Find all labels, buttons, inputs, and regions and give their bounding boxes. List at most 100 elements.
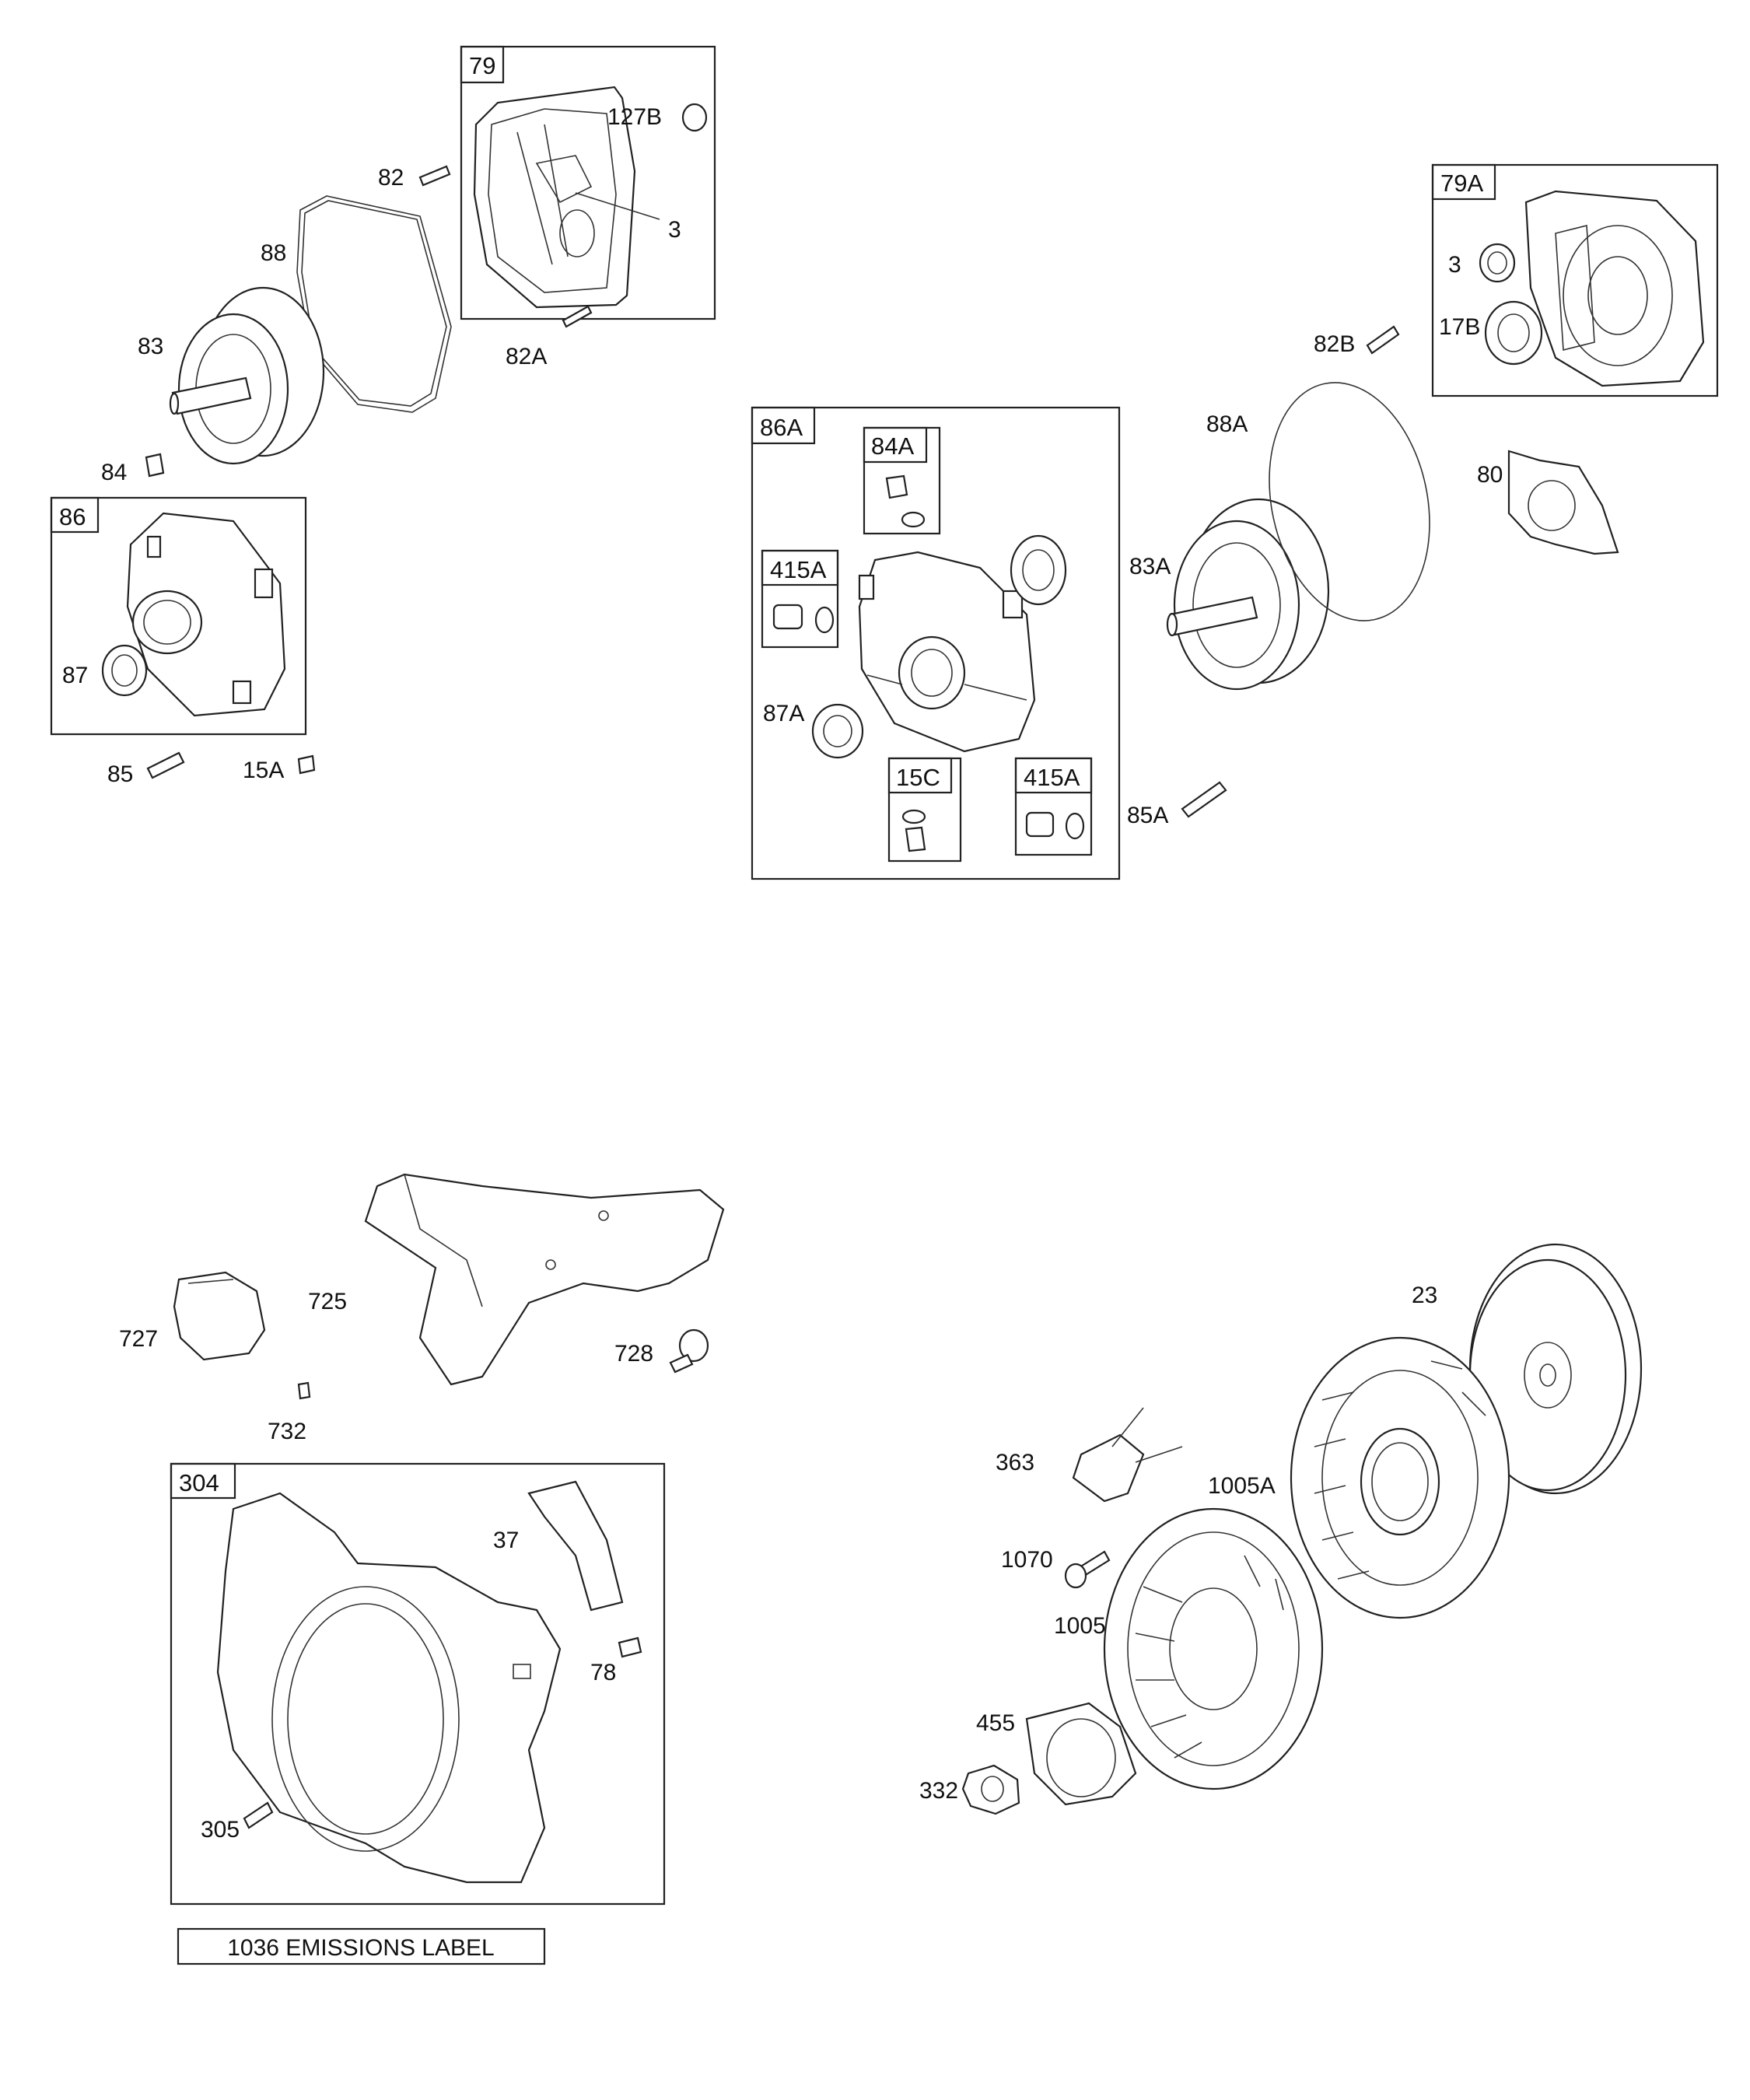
label-725: 725: [308, 1289, 347, 1314]
label-3-top: 3: [668, 217, 681, 243]
kit-box-86: [50, 496, 307, 736]
label-78: 78: [590, 1660, 616, 1685]
kit-box-79: [460, 45, 716, 320]
label-1070: 1070: [1001, 1547, 1053, 1573]
cup-455: 455: [976, 1702, 1137, 1806]
seal-87A: [811, 703, 864, 759]
label-1005A: 1005A: [1208, 1473, 1276, 1499]
screw-85: 85: [107, 751, 185, 787]
sump-cover-86A: [858, 551, 1036, 753]
label-15C: 15C: [896, 764, 940, 791]
label-84A: 84A: [871, 432, 914, 460]
label-23: 23: [1412, 1283, 1437, 1308]
emissions-label: 1036 EMISSIONS LABEL: [177, 1927, 546, 1965]
label-88: 88: [261, 240, 286, 266]
shroud-725: 725: [308, 1173, 725, 1386]
plug-415A-1: [772, 604, 835, 634]
blower-housing-304: [216, 1492, 562, 1884]
label-86: 86: [59, 503, 86, 530]
part-group-79A: 79A 3 17B: [1431, 163, 1719, 397]
plate-80: 80: [1477, 450, 1619, 555]
crankcase-cover-79A: [1524, 190, 1705, 387]
part-group-304: 304: [170, 1462, 666, 1906]
part-group-86: 86 87: [50, 496, 307, 736]
label-727: 727: [119, 1326, 158, 1352]
plug-84: 84: [101, 453, 165, 485]
crankcase-cover-79: [473, 86, 636, 309]
kit-box-86A-tag: [751, 406, 816, 445]
kit-box-415A-2-tag: [1014, 757, 1093, 794]
screw-85A: 85A: [1127, 781, 1227, 828]
kit-box-79-tag: [460, 45, 505, 84]
label-728: 728: [614, 1341, 653, 1367]
label-86A: 86A: [760, 414, 803, 441]
bearing-17B: [1484, 300, 1543, 366]
label-79A: 79A: [1440, 170, 1483, 197]
label-87: 87: [62, 663, 88, 688]
screw-82A: 82A: [506, 305, 593, 369]
plug-15A: 15A: [243, 754, 316, 783]
screw-78: 78: [590, 1636, 642, 1685]
cover-727: 727: [119, 1271, 266, 1361]
screw-82: 82: [378, 165, 451, 191]
label-88A: 88A: [1206, 411, 1248, 437]
bracket-363: 363: [996, 1407, 1183, 1503]
label-415A-1: 415A: [770, 556, 827, 583]
label-87A: 87A: [763, 701, 804, 726]
gasket-88A: 88A: [1206, 382, 1430, 621]
label-37: 37: [493, 1528, 519, 1553]
label-305: 305: [201, 1817, 240, 1843]
label-80: 80: [1477, 462, 1503, 488]
kit-box-304-tag: [170, 1462, 236, 1500]
plug-15C: [901, 809, 926, 852]
emissions-label-text: 1036 EMISSIONS LABEL: [227, 1935, 495, 1961]
screw-305: 305: [201, 1801, 274, 1843]
kit-box-86A: [751, 406, 1121, 880]
plug-415A-2: [1025, 811, 1085, 840]
nut-332: 332: [919, 1764, 1020, 1815]
label-127B: 127B: [607, 104, 662, 130]
screw-82B: 82B: [1314, 325, 1400, 357]
screw-1070: 1070: [1001, 1547, 1111, 1589]
kit-box-15C-tag: [887, 757, 953, 794]
label-85: 85: [107, 761, 133, 787]
kit-box-84A-tag: [863, 426, 928, 464]
label-85A: 85A: [1127, 803, 1168, 828]
label-1005: 1005: [1054, 1613, 1106, 1639]
crankcase-cover-86: [126, 512, 286, 717]
seal-87: [101, 644, 148, 697]
label-332: 332: [919, 1778, 958, 1804]
label-363: 363: [996, 1450, 1034, 1475]
kit-box-79A: [1431, 163, 1719, 397]
kit-box-86-tag: [50, 496, 100, 534]
label-304: 304: [179, 1469, 219, 1496]
label-82A: 82A: [506, 344, 547, 369]
seal-3-79A: [1479, 243, 1516, 283]
label-79: 79: [469, 52, 495, 79]
label-82B: 82B: [1314, 331, 1355, 357]
label-17B: 17B: [1439, 314, 1480, 340]
label-732: 732: [268, 1419, 306, 1444]
label-83A: 83A: [1129, 554, 1171, 579]
part-group-79: 79 127B 3: [460, 45, 716, 320]
part-group-86A: 86A 84A 415A: [751, 406, 1121, 880]
kit-box-304: [170, 1462, 666, 1906]
shield-37: 37: [493, 1480, 624, 1612]
screw-728: 728: [614, 1328, 709, 1374]
kit-box-415A-1-tag: [761, 549, 839, 586]
fan-1005A: 1005A: [1208, 1336, 1510, 1619]
fan-1005: 1005: [1054, 1507, 1324, 1790]
label-83: 83: [138, 334, 163, 359]
bearing-86A: [1010, 534, 1067, 606]
flywheel-23: 23: [1412, 1243, 1643, 1495]
plug-127B: [681, 103, 708, 132]
drain-plug-84A: [885, 474, 926, 528]
label-15A: 15A: [243, 758, 284, 783]
label-82: 82: [378, 165, 404, 191]
emissions-label-box: [177, 1927, 546, 1965]
label-3-79A: 3: [1448, 252, 1461, 278]
governor-assembly-83A: 83A: [1129, 498, 1330, 691]
governor-assembly-83: 83: [138, 286, 325, 465]
label-84: 84: [101, 460, 127, 485]
